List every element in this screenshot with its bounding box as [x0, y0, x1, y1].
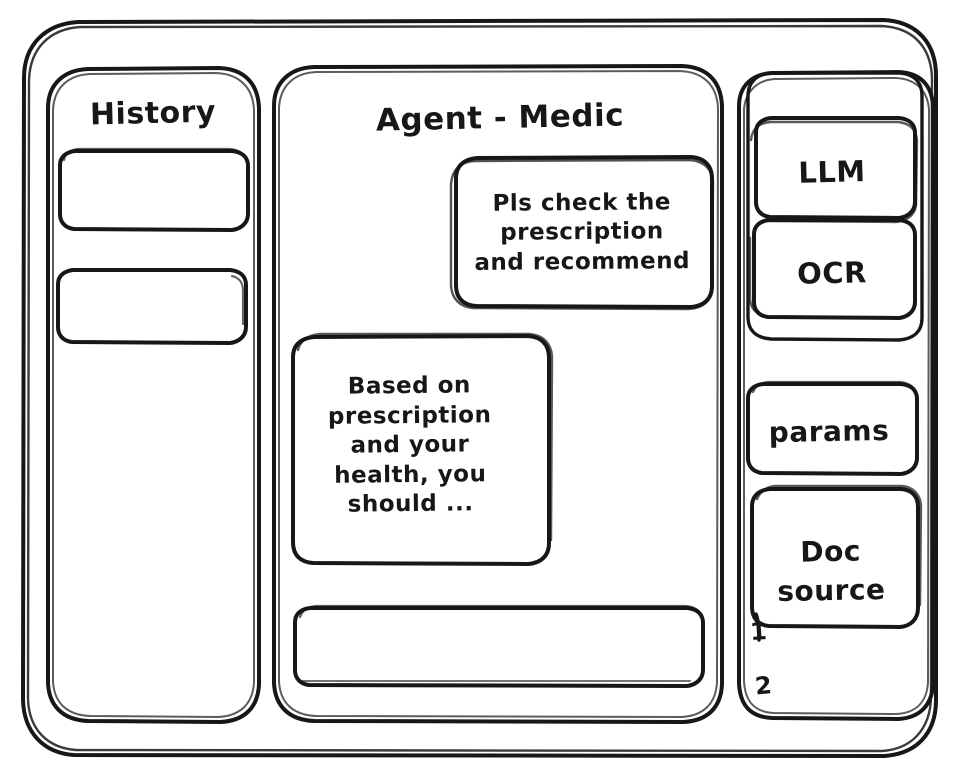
- tool-ocr-label: OCR: [796, 255, 868, 292]
- history-title: History: [89, 94, 217, 133]
- history-item-1[interactable]: [58, 149, 250, 231]
- doc-source-label: Doc source: [776, 534, 886, 609]
- user-message-text: Pls check the prescription and recommend: [474, 189, 691, 276]
- message-input[interactable]: [295, 606, 704, 687]
- history-item-2[interactable]: [56, 268, 248, 345]
- params-label: params: [768, 414, 890, 450]
- agent-message-text: Based on prescription and your health, y…: [327, 372, 492, 518]
- doc-source-item-1-marker[interactable]: 1: [749, 616, 769, 646]
- agent-panel-title: Agent - Medic: [375, 97, 625, 139]
- doc-source-item-2-marker[interactable]: 2: [753, 670, 774, 701]
- tool-llm-label: LLM: [797, 154, 867, 191]
